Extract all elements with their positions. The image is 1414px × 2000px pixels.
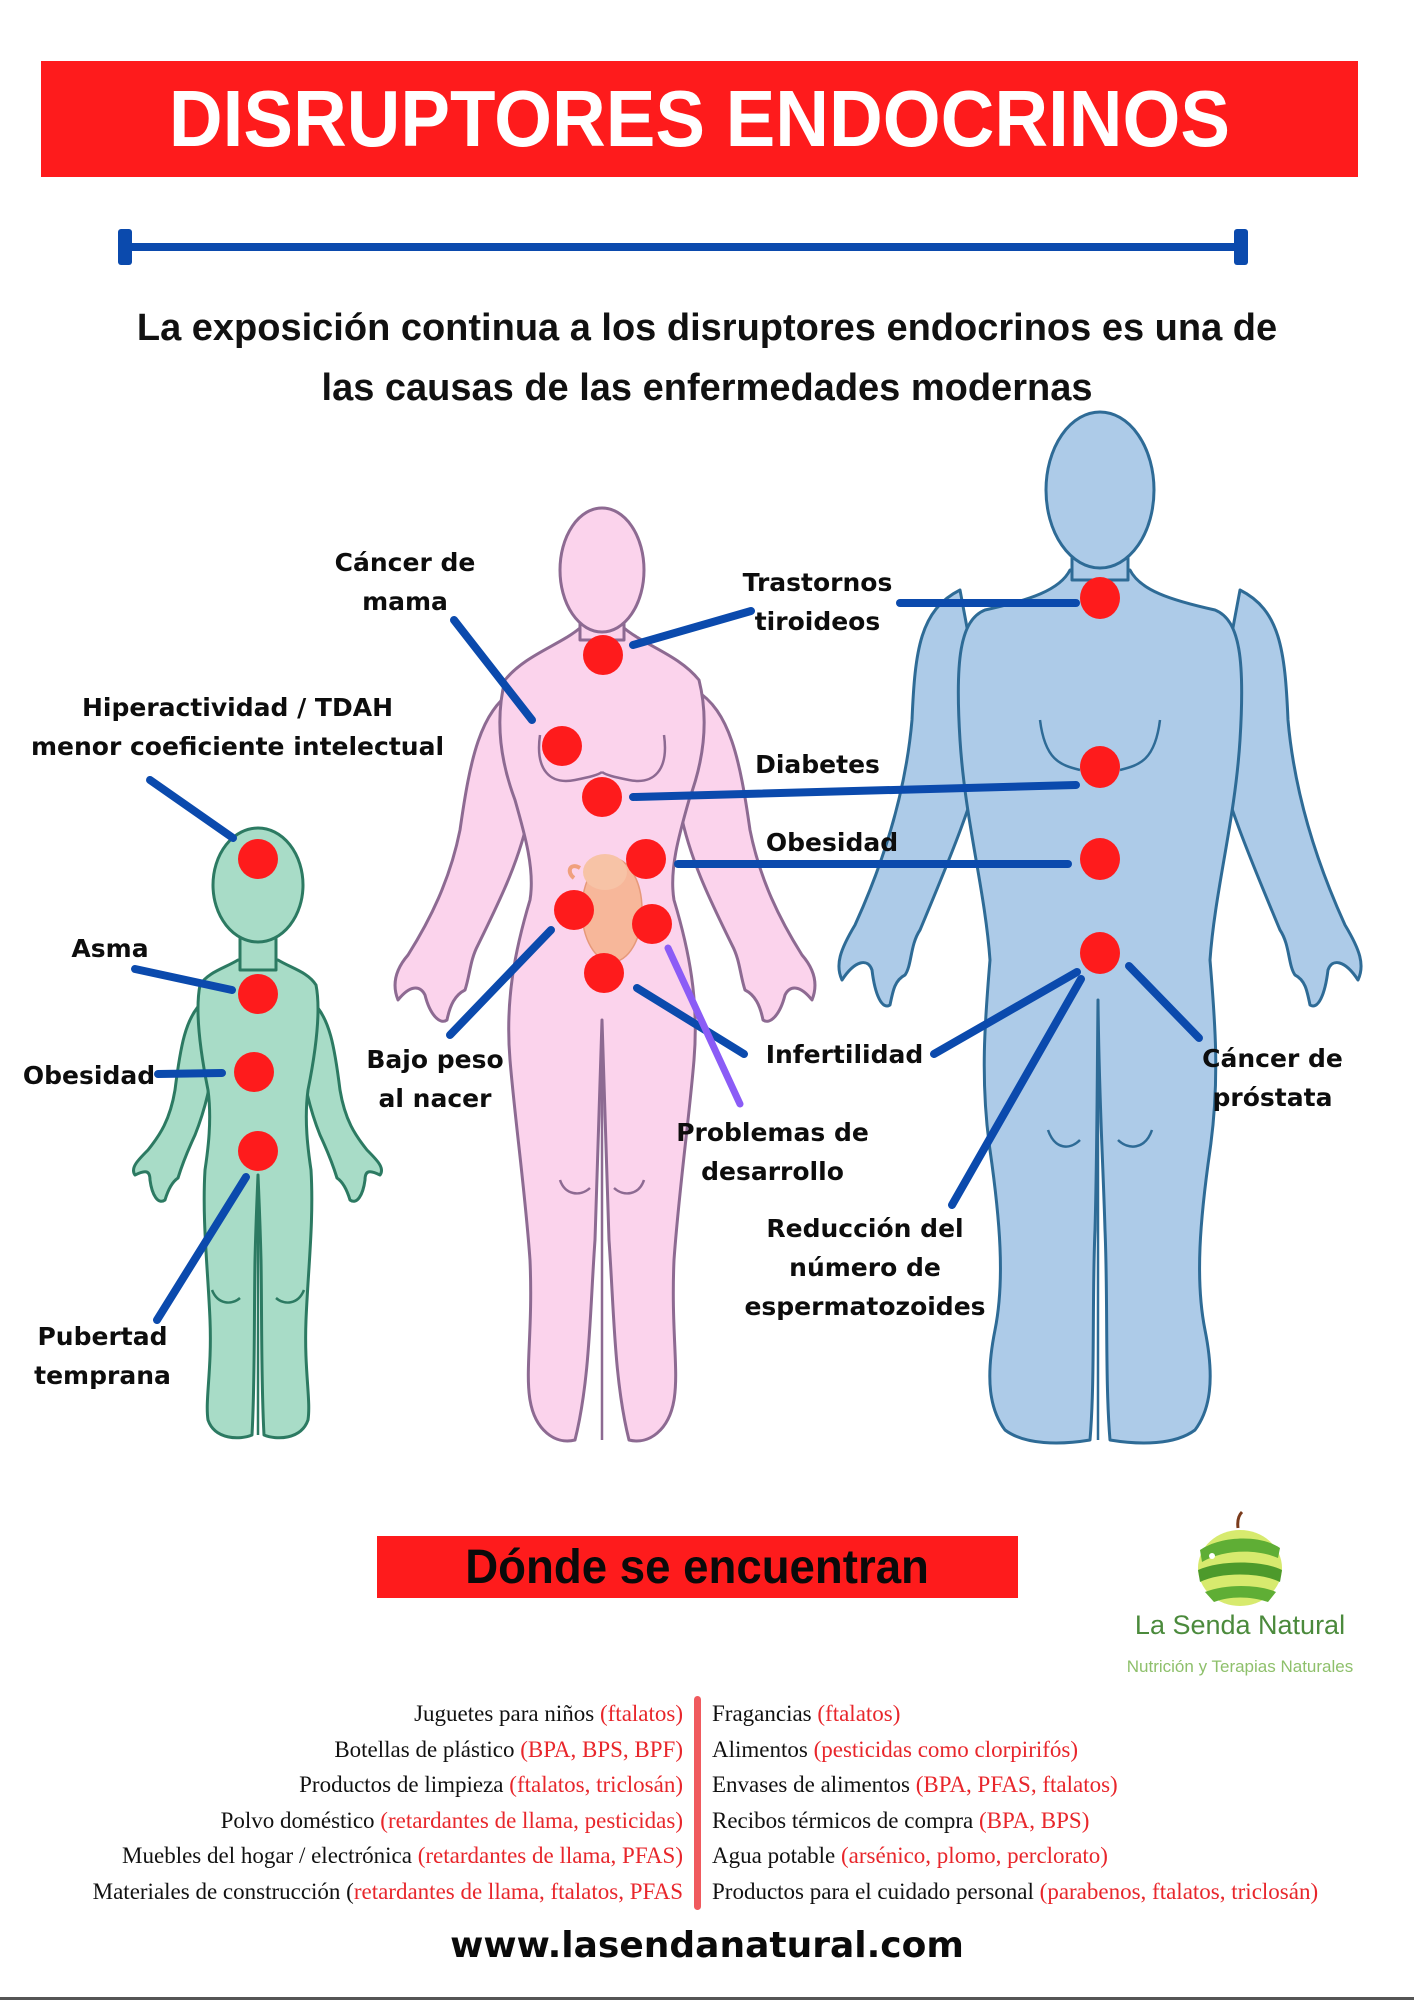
source-item: Alimentos (pesticidas como clorpirifós) [712,1736,1079,1762]
label-female-obesidad: Obesidad [765,828,899,857]
sources-heading: Dónde se encuentran [465,1540,930,1594]
label-bajo-peso: Bajo peso al nacer [366,1045,504,1113]
source-item: Materiales de construcción (retardantes … [92,1878,683,1904]
label-pubertad: Pubertad temprana [34,1322,171,1390]
label-infertilidad: Infertilidad [765,1040,924,1069]
brand-name: La Senda Natural [1134,1610,1346,1640]
subtitle-line-1: La exposición continua a los disruptores… [136,307,1278,349]
divider-cap-right [1234,229,1248,265]
markers [234,577,1120,1171]
sources-left-column: Juguetes para niños (ftalatos) Botellas … [93,1696,683,1909]
source-item: Muebles del hogar / electrónica (retarda… [122,1843,683,1868]
source-item: Productos de limpieza (ftalatos, triclos… [299,1772,683,1797]
divider-bar [128,243,1238,251]
subtitle-line-2: las causas de las enfermedades modernas [321,367,1093,409]
child-details [210,1175,306,1435]
label-hiperactividad: Hiperactividad / TDAH menor coeficiente … [30,693,445,761]
subtitle: La exposición continua a los disruptores… [40,298,1374,418]
website-link[interactable]: www.lasendanatural.com [450,1925,964,1966]
source-item: Envases de alimentos (BPA, PFAS, ftalato… [712,1772,1118,1797]
brand-logo: La Senda Natural Nutrición y Terapias Na… [1090,1510,1390,1690]
page-title: DISRUPTORES ENDOCRINOS [168,74,1231,163]
label-cancer-prostata: Cáncer de próstata [1202,1044,1343,1112]
label-trastornos-tiroideos: Trastornos tiroideos [742,568,893,636]
divider-cap-left [118,229,132,265]
source-item: Agua potable (arsénico, plomo, perclorat… [712,1843,1108,1868]
callout-lines [131,599,1203,1324]
decorative-divider [118,229,1248,265]
callout-line-developmental [664,944,744,1108]
label-cancer-mama: Cáncer de mama [334,548,476,616]
child-figure [132,826,383,1440]
sources-heading-banner: Dónde se encuentran [377,1536,1018,1598]
body-diagram [131,410,1363,1445]
source-item: Fragancias (ftalatos) [712,1701,901,1726]
male-details [1038,719,1162,1440]
label-asma: Asma [71,934,149,963]
label-diabetes: Diabetes [755,750,880,779]
sources-right-column: Fragancias (ftalatos) Alimentos (pestici… [712,1696,1318,1909]
label-reduccion-esperma: Reducción del número de espermatozoides [744,1214,986,1321]
female-details [537,734,667,1440]
sources-list: Juguetes para niños (ftalatos) Botellas … [0,1696,1414,1910]
title-banner: DISRUPTORES ENDOCRINOS [41,61,1358,177]
column-divider [694,1696,701,1910]
fetus-illustration [567,854,643,963]
brand-tagline: Nutrición y Terapias Naturales [1126,1657,1354,1676]
source-item: Productos para el cuidado personal (para… [712,1878,1319,1904]
source-item: Recibos térmicos de compra (BPA, BPS) [712,1807,1090,1833]
bottom-rule [0,1997,1414,2000]
source-item: Juguetes para niños (ftalatos) [414,1701,683,1726]
peeled-green-apple-icon [1198,1510,1282,1606]
label-problemas-desarrollo: Problemas de desarrollo [676,1118,869,1186]
source-item: Polvo doméstico (retardantes de llama, p… [220,1807,683,1833]
source-item: Botellas de plástico (BPA, BPS, BPF) [334,1736,683,1762]
label-child-obesidad: Obesidad [22,1061,156,1090]
